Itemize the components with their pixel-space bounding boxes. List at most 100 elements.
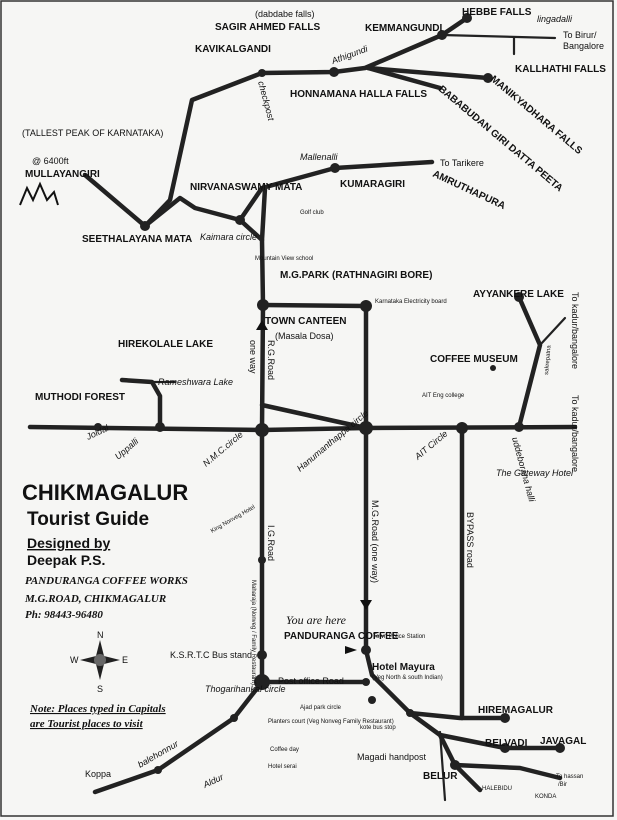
arrow-up-icon [256,320,268,330]
label-sakrepatna: sakrepatna [544,344,553,375]
designer-name: Deepak P.S. [27,552,105,568]
node-hebbe [462,13,472,23]
label-to-hassan-sub: /Bir [558,782,567,788]
road-to-hassan [452,762,563,781]
label-bangalore: Bangalore [563,41,604,51]
road-east-west [27,424,578,433]
label-coffee-day: Coffee day [270,747,299,753]
label-rameshwara-lake: Rameshwara Lake [158,377,233,387]
node-uppalli [155,422,165,432]
label-ait-eng-college: AIT Eng college [422,393,465,399]
node-ksrtc [257,650,267,660]
label-seethalayana: SEETHALAYANA MATA [82,234,192,245]
label-coffee-museum: COFFEE MUSEUM [430,354,518,365]
label-kumaragiri: KUMARAGIRI [340,179,405,190]
node-mg-park [257,299,269,311]
map-subtitle: Tourist Guide [27,509,149,530]
node-honnamana [329,67,339,77]
junction-nodes [94,13,565,774]
road-to-kemmangundi [142,32,445,229]
note-line-2: are Tourist places to visit [30,718,144,730]
label-mg-road: M.G.Road (one way) [370,500,380,583]
label-golf-club: Golf club [300,210,324,216]
label-hirekolale: HIREKOLALE LAKE [118,339,213,350]
legend-note: Note: Places typed in Capitals are Touri… [29,703,166,730]
label-muthodi-forest: MUTHODI FOREST [35,392,125,403]
label-mullayangiri: MULLAYANGIRI [25,169,100,180]
label-bypass-road: BYPASS road [465,512,475,568]
label-amruthapura: AMRUTHAPURA [431,169,507,212]
label-halebidu: HALEBIDU [482,786,512,792]
node-post-office [362,678,370,686]
node-hiremagalur [500,713,510,723]
label-ksrtc: K.S.R.T.C Bus stand [170,650,252,660]
label-town-police: Town Police Station [373,634,425,640]
label-mallenalli: Mallenalli [300,152,339,162]
road-to-belur [407,710,483,793]
label-honnamana-halla: HONNAMANA HALLA FALLS [290,89,427,100]
road-to-hebbe-falls [439,15,470,38]
road-to-birur [440,33,557,40]
label-to-kadur-2: To kadur/bangalore [570,395,580,472]
place-labels: HEBBE FALLS (dabdabe falls) SAGIR AHMED … [22,7,606,800]
road-to-ayyankere [516,294,543,430]
node-javagal [555,743,565,753]
label-checkpost: checkpost [256,80,276,122]
label-ayyankere: AYYANKERE LAKE [473,289,564,300]
road-to-bababudan [365,65,443,91]
label-electricity-board: Karnataka Electricity board [375,299,447,305]
label-to-hassan: To hassan [556,774,583,780]
label-belur: BELUR [423,771,458,782]
label-to-tarikere: To Tarikere [440,158,484,168]
label-mountain-view-school: Mountain View school [255,256,313,262]
arrow-right-icon [345,646,357,654]
node-kumaragiri [330,163,340,173]
road-to-rameshwara [119,377,163,430]
note-line-1: Note: Places typed in Capitals [29,703,166,715]
label-magadi-handpost: Magadi handpost [357,752,427,762]
label-kavikalgandi: KAVIKALGANDI [195,44,271,55]
label-thogarihankal: Thogarihankal circle [205,684,286,694]
map-title: CHIKMAGALUR [22,480,188,505]
mountain-icon [19,181,59,206]
company-name: PANDURANGA COFFEE WORKS [25,575,188,587]
road-hanumanthappa-link [259,402,369,431]
node-hanumanthappa [359,421,373,435]
label-to-kadur-1: To kadur/bangalore [570,292,580,369]
node-ig-road [258,556,266,564]
label-balehonnur: balehonnur [136,738,181,770]
label-hebbe-falls: HEBBE FALLS [462,7,532,18]
label-sagir-ahmed-falls: SAGIR AHMED FALLS [215,22,321,33]
label-kallhathi-falls: KALLHATHI FALLS [515,64,606,75]
label-one-way: one way [248,340,258,374]
label-hotel-mayura-note: (Veg North & south Indian) [372,675,443,681]
compass-s: S [97,684,103,694]
node-belur [450,760,460,770]
label-masala-dosa: (Masala Dosa) [275,331,334,341]
label-planters-court: Planters court (Veg Nonveg Family Restau… [268,719,394,725]
node-joldal [94,423,102,431]
node-ajad-park [368,696,376,704]
label-nmc-circle: N.M.C.circle [201,429,245,468]
label-height: @ 6400ft [32,156,69,166]
label-hiremagalur: HIREMAGALUR [478,705,554,716]
node-nirvanaswamy [235,215,245,225]
title-block: CHIKMAGALUR Tourist Guide Designed by De… [22,480,188,621]
road-to-manikyadhara [365,65,491,81]
label-kote-bus-stop: kote bus stop [360,725,396,731]
node-ayyankere [514,292,524,302]
label-athigundi: Athigundi [329,43,370,66]
road-to-mullayangiri [82,172,148,229]
node-gateway [514,422,524,432]
label-belvadi: BELVADI [485,738,528,749]
label-ait-circle: AIT Circle [412,428,449,462]
label-dabdabe-falls: (dabdabe falls) [255,9,315,19]
arrow-down-icon [360,600,372,610]
road-halebidu [438,730,447,802]
label-hotel-mayura: Hotel Mayura [372,662,435,673]
node-ait-circle [456,422,468,434]
node-nmc-circle [255,423,269,437]
label-nirvanaswamy: NIRVANASWAMY MATA [190,182,302,193]
